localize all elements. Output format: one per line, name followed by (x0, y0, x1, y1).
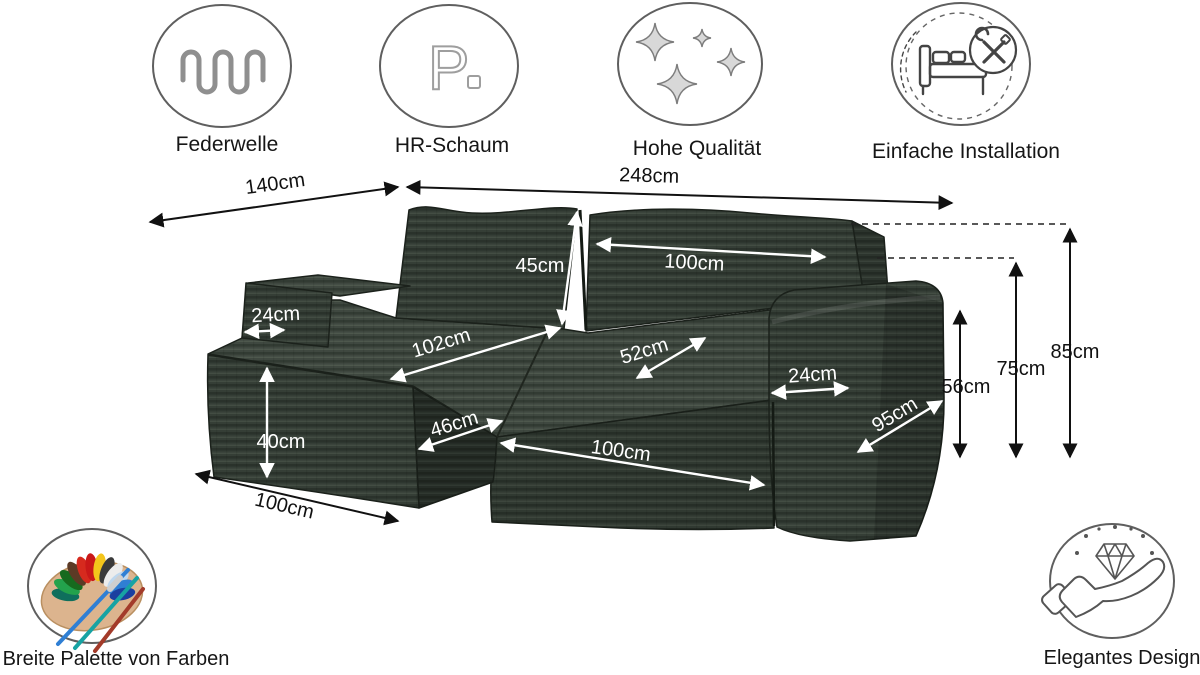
dim-label: 45cm (516, 255, 565, 277)
dim-label: 140cm (244, 169, 307, 199)
bed-tools-icon (899, 12, 1018, 120)
feature-label: HR-Schaum (395, 134, 509, 157)
spring-wave-icon (180, 49, 266, 95)
dim-label: 24cm (251, 303, 301, 328)
dim-depth-left: 140cm (148, 169, 400, 228)
dim-label: 24cm (787, 362, 837, 387)
foam-p-letter: P (428, 34, 469, 103)
feature-badge-farbpalette: Breite Palette von Farben (3, 528, 230, 670)
dim-back-cushion-width: 100cm (595, 237, 827, 276)
badge-circle (379, 4, 519, 128)
armrest-seam (771, 401, 776, 527)
dim-label: 75cm (997, 358, 1046, 380)
feature-badge-einfache-installation: Einfache Installation (872, 2, 1060, 163)
dim-right-armrest-width: 24cm (770, 362, 850, 400)
feature-label: Breite Palette von Farben (3, 648, 230, 670)
dashed-arc (899, 31, 917, 93)
hand-glyph (1041, 557, 1166, 618)
dim-total-height: 85cm (1051, 227, 1100, 459)
feature-badge-hr-schaum: P HR-Schaum (379, 4, 519, 157)
feature-badge-federwelle: Federwelle (152, 4, 292, 156)
paint-brushes (56, 568, 145, 653)
dim-label: 85cm (1051, 341, 1100, 363)
dashed-ring (905, 12, 1013, 120)
wrench-screwdriver-glyph (974, 26, 1011, 64)
dim-label: 248cm (619, 164, 680, 188)
dim-back-cushion-height: 45cm (516, 210, 583, 326)
dim-chaise-height: 40cm (257, 366, 306, 479)
dim-left-armrest-width: 24cm (243, 303, 301, 340)
diamond-hand-icon (1041, 525, 1166, 618)
dim-total-width: 248cm (405, 164, 954, 211)
dim-armrest-height: 56cm (942, 309, 991, 459)
back-cushion-gap (578, 209, 588, 331)
paint-daubs (51, 553, 136, 602)
inner-dimensions: 45cm 100cm 102cm 52cm 24cm 40cm 46cm 10 (243, 210, 944, 491)
feature-label: Hohe Qualität (633, 137, 762, 160)
feature-label: Elegantes Design (1044, 647, 1200, 669)
badge-circle (617, 2, 763, 126)
sparkle-dots (1075, 525, 1154, 555)
sparkles-icon (636, 23, 745, 104)
right-armrest-highlight (771, 294, 941, 325)
badge-circle (152, 4, 292, 128)
dim-label: 100cm (253, 489, 316, 524)
dim-backrest-height: 75cm (997, 261, 1046, 459)
feature-label: Einfache Installation (872, 140, 1060, 163)
foam-p-icon: P (427, 33, 481, 104)
dim-label: 100cm (664, 250, 725, 275)
feature-badge-elegantes-design: Elegantes Design (1041, 523, 1200, 669)
diamond-glyph (1095, 543, 1135, 580)
foam-p-dot (467, 75, 481, 89)
dim-label: 40cm (257, 431, 306, 453)
feature-badge-hohe-qualitaet: Hohe Qualität (617, 2, 763, 160)
bed-outline (918, 44, 988, 96)
dim-label: 56cm (942, 376, 991, 398)
feature-label: Federwelle (176, 133, 279, 156)
color-palette-icon (40, 553, 145, 653)
